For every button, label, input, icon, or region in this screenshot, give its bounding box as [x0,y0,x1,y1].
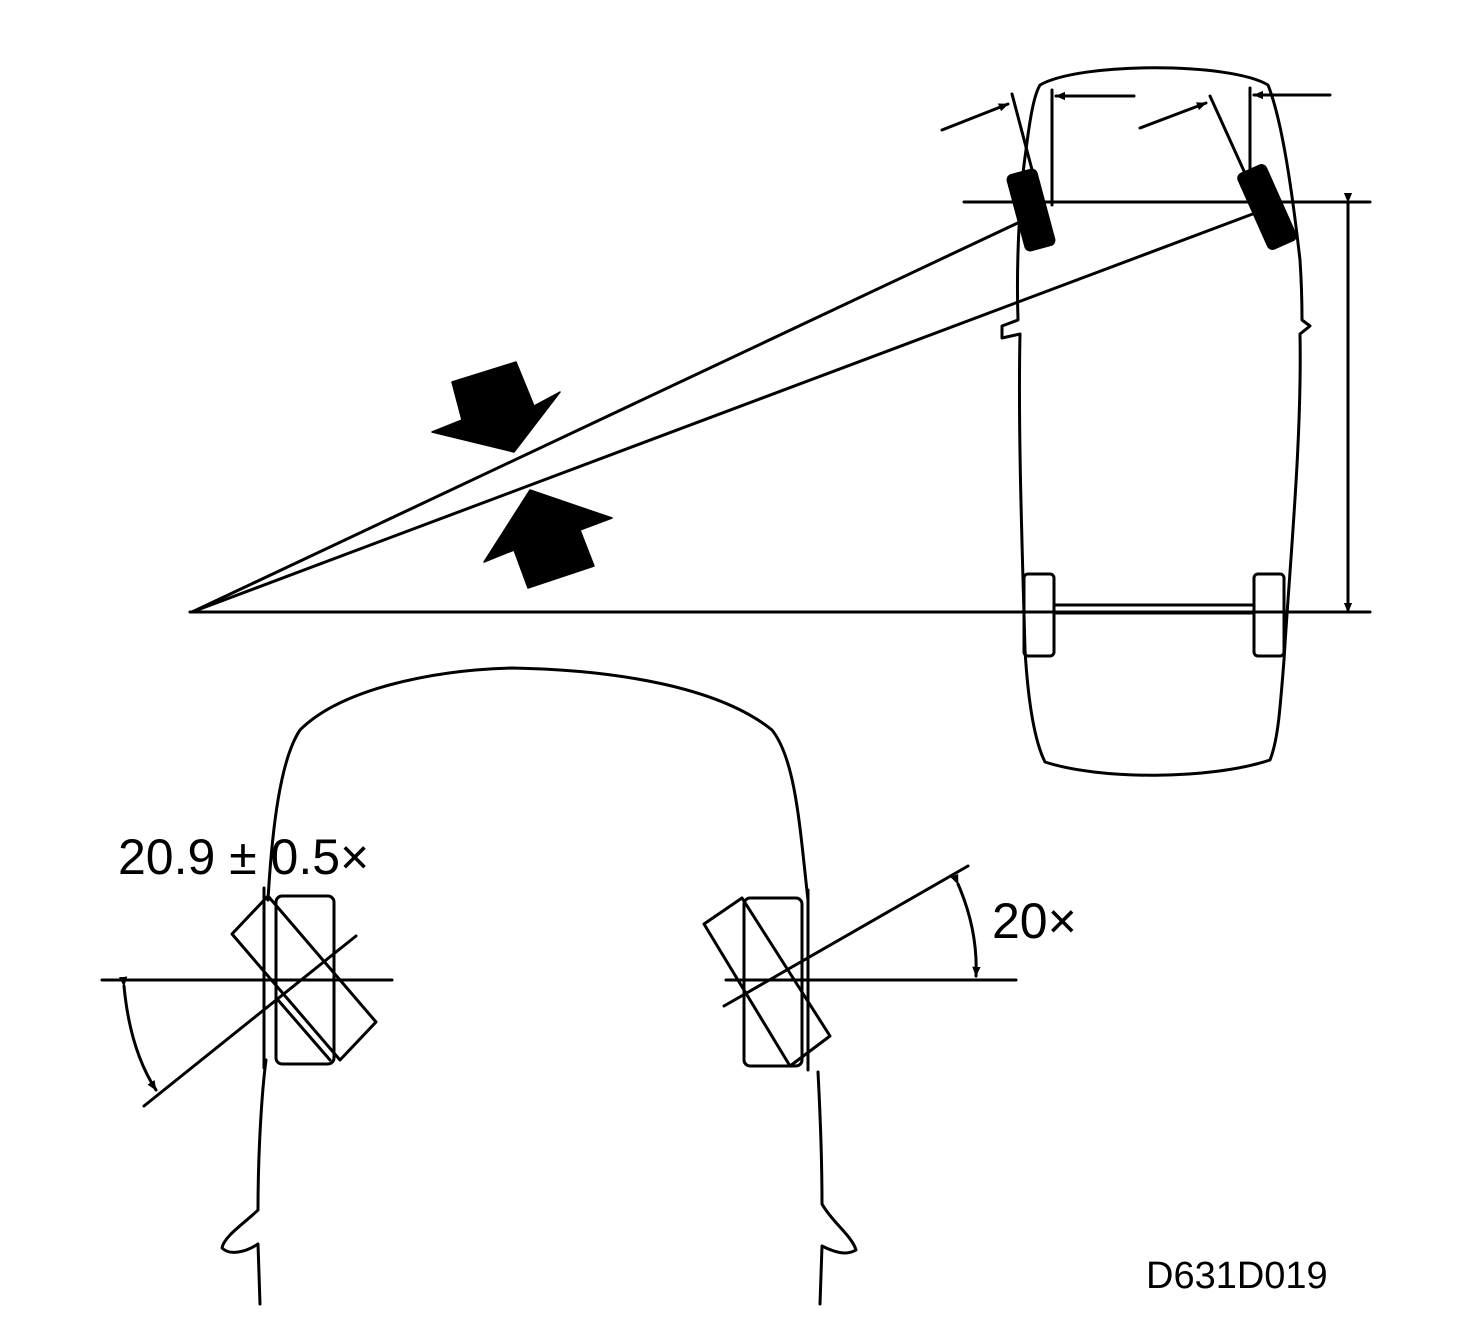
rear-right-wheel [1252,572,1286,658]
reference-lines [188,192,1372,614]
right-wheel-turned [702,896,832,1068]
right-body-lower [816,1070,858,1306]
figure-code-label: D631D019 [1146,1255,1328,1297]
left-angle-line [142,934,358,1108]
left-wheel-angle-ref [1010,92,1042,202]
right-wheel-front [742,896,804,1068]
upper-block-arrow [431,361,561,453]
left-angle-arc [118,976,158,1092]
right-wheel-angle-ref [1208,94,1260,204]
convergence-arrows [431,361,613,589]
left-angle-label: 20.9 ± 0.5× [118,829,369,885]
right-angle-label: 20× [992,893,1077,949]
front-body-outline [266,666,810,902]
left-toe-arrow-in [940,102,1010,132]
car-body-outline [1000,66,1312,777]
lower-block-arrow [483,489,613,589]
right-angle-arc [950,873,981,978]
left-wheel-radius-line [190,218,1026,614]
front-left-wheel [1006,168,1056,252]
rear-left-wheel [1022,572,1056,658]
left-body-lower [220,1058,268,1306]
right-wheel-radius-line [190,210,1260,614]
front-detail-view [100,666,1018,1306]
left-wheel-turned [230,894,378,1062]
left-wheel-diagonal [276,998,332,1062]
car-top-view [1000,66,1312,777]
toe-indicators [940,86,1332,207]
right-toe-arrow-in [1138,101,1208,130]
right-angle-line [722,864,970,1008]
